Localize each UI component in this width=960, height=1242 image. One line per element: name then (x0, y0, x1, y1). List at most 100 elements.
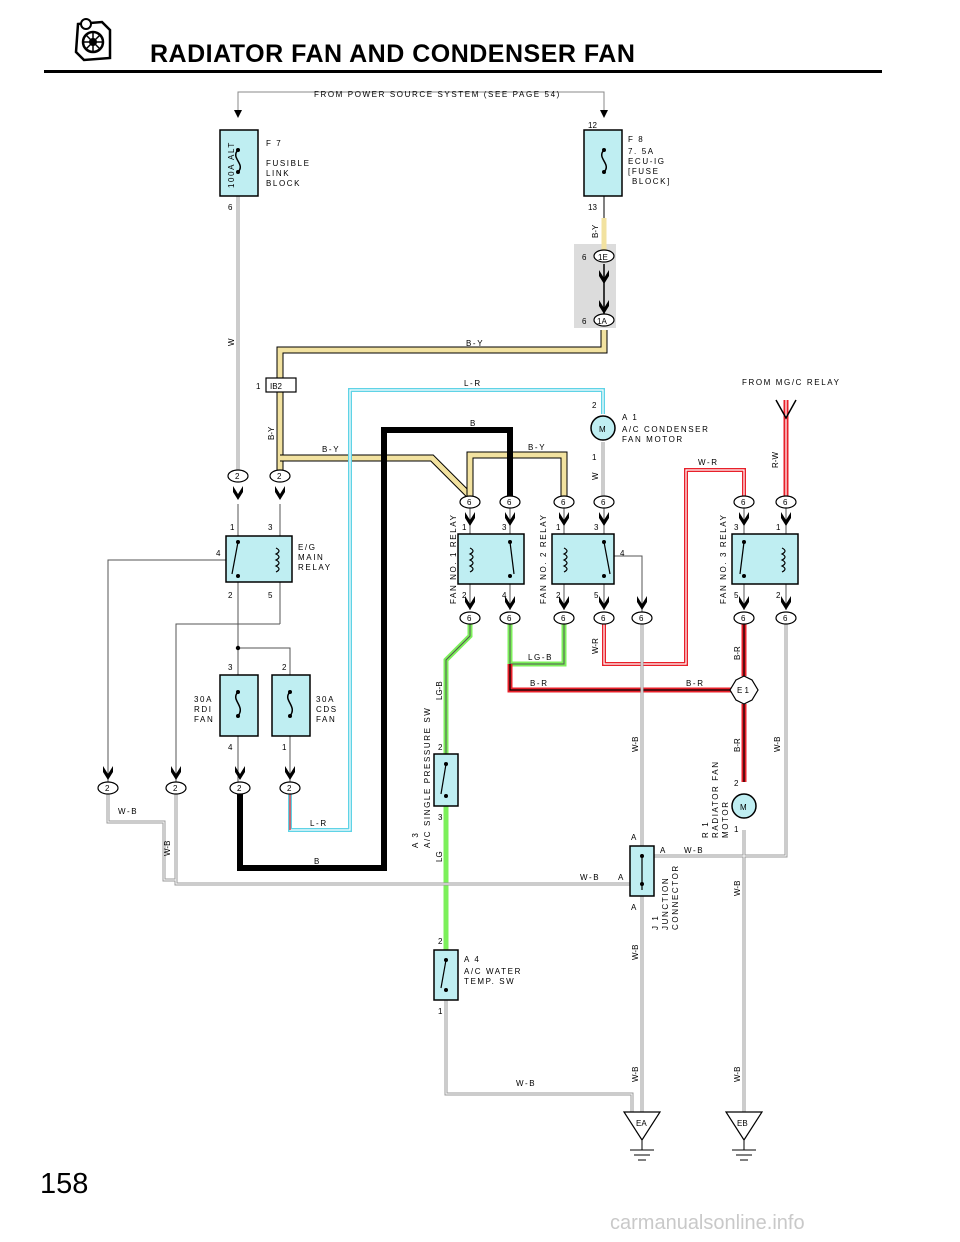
wire-label-br-r1: B-R (733, 738, 742, 752)
a4-name1: A/C WATER (464, 967, 522, 976)
wire-by-3 (466, 451, 568, 496)
conn-pin: 2 (235, 472, 240, 481)
conn-pin: 2 (173, 784, 178, 793)
conn-pin: 2 (277, 472, 282, 481)
wire-label-wb-r1: W-B (733, 881, 742, 896)
wire-label-wr-mid: W-R (591, 638, 600, 654)
page-title: RADIATOR FAN AND CONDENSER FAN (150, 40, 636, 68)
fuse-f8 (583, 129, 623, 218)
fuse-pin: 4 (228, 743, 233, 752)
eg-main-relay (225, 535, 293, 583)
ib2-pin: 1 (256, 382, 261, 391)
fan-no2-relay (551, 533, 615, 585)
fuse-pin: 3 (228, 663, 233, 672)
conn-pin: 6 (639, 614, 644, 623)
wire-label-wb-left1: W-B (118, 807, 138, 816)
wire-label-rw: R-W (771, 452, 780, 468)
j1-name1: JUNCTION (661, 877, 670, 930)
a4-name2: TEMP. SW (464, 977, 515, 986)
fuse-cds-name2: CDS (316, 705, 338, 714)
relay-pin: 4 (502, 591, 507, 600)
main-relay-name2: MAIN (298, 553, 324, 562)
wire-label-by-f8: B-Y (591, 224, 600, 238)
mgc-note: FROM MG/C RELAY (742, 378, 841, 387)
conn-pin: 6 (467, 614, 472, 623)
main-relay-name3: RELAY (298, 563, 332, 572)
wire-lgb-2 (443, 622, 473, 754)
relay-pin: 5 (268, 591, 273, 600)
wire-label-b-top: B (470, 419, 477, 428)
page-number: 158 (40, 1168, 89, 1200)
r1-code: R 1 (701, 821, 710, 838)
relay-pin: 2 (228, 591, 233, 600)
relay-pin: 1 (776, 523, 781, 532)
wire-label-lg: LG (435, 851, 444, 862)
f7-fuse-rating: 100A ALT (227, 141, 236, 188)
relay-pin: 1 (230, 523, 235, 532)
wire-label-wb-eb: W-B (733, 1067, 742, 1082)
f7-name1: FUSIBLE (266, 159, 311, 168)
fan-no1-relay (457, 533, 525, 585)
fuse-f7 (219, 129, 259, 197)
a1-name1: A/C CONDENSER (622, 425, 709, 434)
wire-label-br-r3: B-R (733, 646, 742, 660)
conn-pin: 6 (741, 614, 746, 623)
fuse-rdi-name3: FAN (194, 715, 214, 724)
conn-pin: 6 (783, 614, 788, 623)
wire-label-wb-left2: W-B (163, 841, 172, 856)
fan-no3-relay (731, 533, 799, 585)
conn-pin: 2 (287, 784, 292, 793)
f7-name3: BLOCK (266, 179, 301, 188)
relay-pin: 4 (216, 549, 221, 558)
ground-ea (622, 1111, 662, 1161)
relay-pin: 2 (462, 591, 467, 600)
a3-name: A/C SINGLE PRESSURE SW (423, 707, 432, 848)
relay-pin: 3 (502, 523, 507, 532)
conn-pin: 6 (507, 498, 512, 507)
j1-pin: A (660, 846, 666, 855)
r1-motor-label: M (740, 803, 747, 812)
wires (106, 91, 797, 1112)
connector-ovals (97, 249, 797, 795)
wire-label-lgb-mid: LG-B (528, 653, 553, 662)
r1-name1: RADIATOR FAN (711, 760, 720, 838)
a1-motor-label: M (599, 425, 606, 434)
f8-pin-top: 12 (588, 121, 597, 130)
a4-code: A 4 (464, 955, 480, 964)
conn-pin: 6 (467, 498, 472, 507)
wire-label-wb-j1-low: W-B (631, 945, 640, 960)
conn-pin: 6 (741, 498, 746, 507)
wire-label-by-right: B-Y (528, 443, 546, 452)
connector-chevrons (103, 270, 791, 780)
relay-pin: 1 (556, 523, 561, 532)
fuse-pin: 1 (282, 743, 287, 752)
f8-code: F 8 (628, 135, 644, 144)
a3-pin: 2 (438, 743, 443, 752)
j1-code: J 1 (651, 915, 660, 930)
source-note: FROM POWER SOURCE SYSTEM (SEE PAGE 54) (314, 90, 561, 99)
fuse-rdi (219, 674, 259, 737)
wire-by-2 (280, 454, 473, 499)
fuse-pin: 2 (282, 663, 287, 672)
wire-label-by-top: B-Y (466, 339, 484, 348)
wire-label-b-bottom: B (314, 857, 321, 866)
relay-pin: 2 (556, 591, 561, 600)
j1-pin: A (631, 833, 637, 842)
fuse-cds (271, 674, 311, 737)
f8-name3: [FUSE (628, 167, 660, 176)
wire-label-br-right: B-R (686, 679, 705, 688)
fuse-rdi-name2: RDI (194, 705, 213, 714)
f8-name2: ECU-IG (628, 157, 666, 166)
c1e-pin: 6 (582, 253, 587, 262)
ground-ea-code: EA (636, 1119, 647, 1128)
j1-name2: CONNECTOR (671, 864, 680, 930)
a1-pin-2: 2 (592, 401, 597, 410)
f8-pin-bottom: 13 (588, 203, 597, 212)
condenser-fan-motor (590, 415, 616, 441)
relay1-name: FAN NO. 1 RELAY (449, 513, 458, 604)
radiator-fan-motor (731, 793, 757, 819)
f7-code: F 7 (266, 139, 282, 148)
header-rule (44, 70, 882, 73)
main-relay-name1: E/G (298, 543, 317, 552)
